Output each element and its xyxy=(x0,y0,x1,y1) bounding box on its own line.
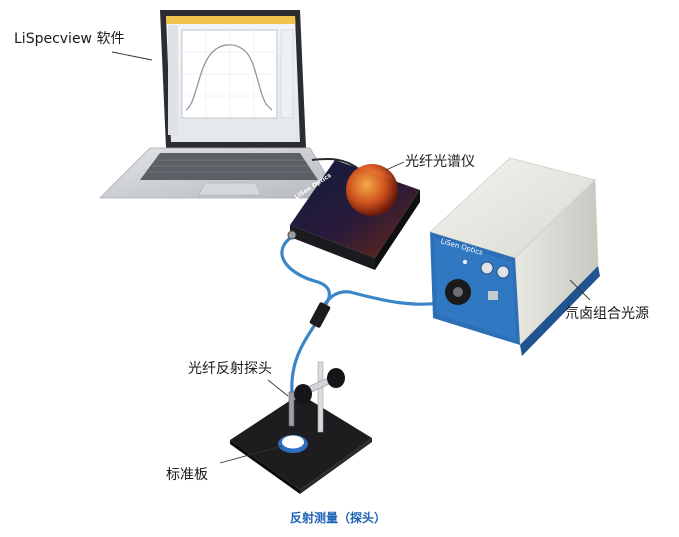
knob-icon-2 xyxy=(496,265,510,279)
label-standard-board: 标准板 xyxy=(166,467,208,483)
usb-cable xyxy=(311,158,361,171)
leader-lines xyxy=(111,51,591,464)
spectrometer-side xyxy=(290,225,375,270)
spectrometer xyxy=(287,160,420,270)
reflection-probe xyxy=(288,391,295,427)
label-probe: 光纤反射探头 xyxy=(188,361,272,377)
clamp-knob-2 xyxy=(294,384,312,404)
light-source xyxy=(429,157,600,356)
shutter-switch xyxy=(488,291,498,300)
label-software: LiSpecview 软件 xyxy=(14,31,125,47)
diagram-caption: 反射测量（探头） xyxy=(290,511,387,525)
sma-connector xyxy=(287,230,297,240)
laptop-keyboard xyxy=(140,153,318,180)
laptop xyxy=(99,10,341,199)
spectrum-curve xyxy=(185,44,273,111)
clamp-knob xyxy=(327,368,345,388)
label-light-source: 氘卤组合光源 xyxy=(565,306,649,322)
probe-stand xyxy=(230,361,372,494)
fiber-splitter xyxy=(309,302,331,328)
stand-post xyxy=(317,361,324,433)
knob-icon xyxy=(480,261,494,275)
spectrometer-planet xyxy=(346,164,398,216)
label-spectrometer: 光纤光谱仪 xyxy=(405,154,475,170)
laptop-touchpad xyxy=(198,182,262,196)
power-light-icon xyxy=(462,259,468,265)
